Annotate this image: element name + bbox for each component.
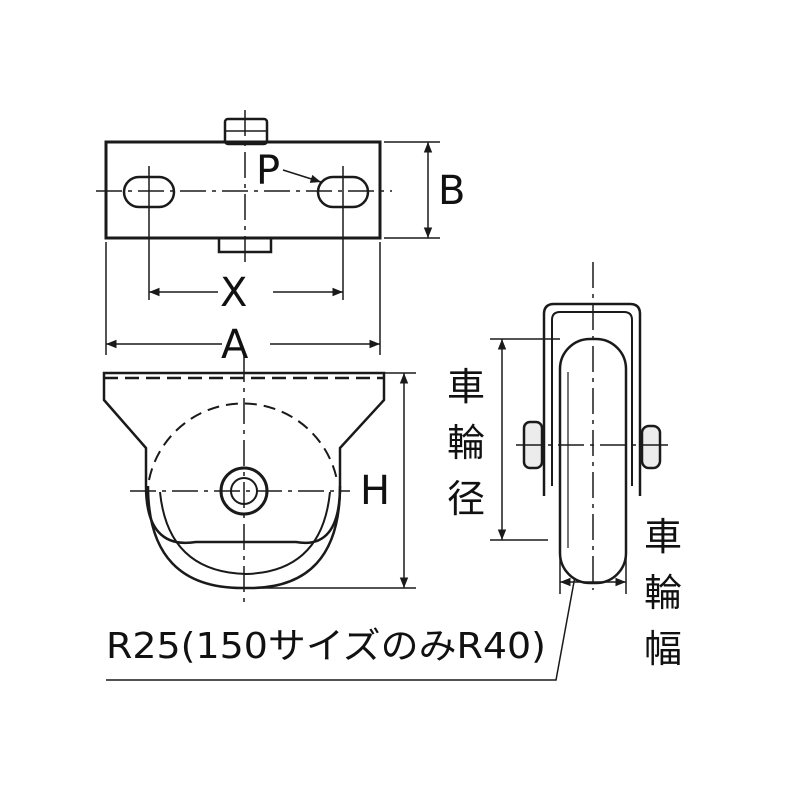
top-view — [96, 110, 440, 355]
label-wheel-diameter-char-2: 輪 — [447, 421, 485, 465]
front-view — [102, 356, 579, 681]
wheel-hidden-arc — [148, 402, 338, 481]
p-leader-line — [282, 169, 322, 183]
label-a: A — [221, 322, 249, 368]
wheel-tread-inner — [159, 491, 331, 576]
side-view — [490, 262, 672, 594]
radius-note-leader — [106, 559, 579, 681]
mounting-plate-top-view — [104, 140, 382, 240]
label-wheel-diameter-char-1: 車 — [447, 365, 485, 409]
label-radius-note: R25(150サイズのみR40) — [106, 626, 546, 667]
label-h: H — [360, 468, 390, 514]
axle-hub-right — [640, 424, 662, 470]
fork-inner-outline — [551, 311, 633, 486]
label-p: P — [256, 148, 280, 194]
label-wheel-width-char-3: 幅 — [644, 627, 682, 671]
fork-outer-outline — [542, 302, 642, 496]
wheel-tread — [146, 485, 342, 590]
label-wheel-width-char-1: 車 — [644, 515, 682, 559]
label-x: X — [220, 270, 247, 316]
label-wheel-width-char-2: 輪 — [644, 571, 682, 615]
label-wheel-diameter-char-3: 径 — [447, 477, 485, 521]
label-b: B — [438, 168, 465, 214]
